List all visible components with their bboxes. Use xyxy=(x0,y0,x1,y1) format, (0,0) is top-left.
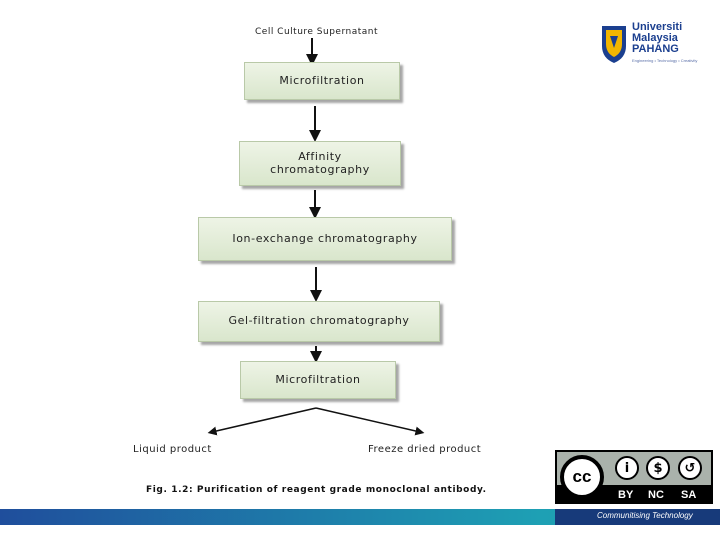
footer-tagline: Communitising Technology xyxy=(597,511,693,520)
person-icon: i xyxy=(615,456,639,480)
logo-line-1: Universiti xyxy=(632,21,683,33)
cc-license-badge: cc i $ ↺ BY NC SA xyxy=(555,450,713,504)
cc-label-by: BY xyxy=(618,489,634,501)
logo-line-2: Malaysia xyxy=(632,32,678,44)
cc-icon: cc xyxy=(560,455,604,499)
step-affinity-chromatography: Affinity chromatography xyxy=(239,141,401,186)
arrow-to-liquid-product xyxy=(207,407,317,436)
arrow-to-freeze-dried-product xyxy=(315,407,425,436)
footer-band xyxy=(0,509,720,525)
cc-label-sa: SA xyxy=(681,489,697,501)
cc-label-nc: NC xyxy=(648,489,664,501)
university-logo-text: Universiti Malaysia PAHANG xyxy=(632,22,682,55)
step-microfiltration-1: Microfiltration xyxy=(244,62,400,100)
step-gel-filtration-chromatography: Gel-filtration chromatography xyxy=(198,301,440,342)
source-label: Cell Culture Supernatant xyxy=(255,27,379,37)
step-ion-exchange-chromatography: Ion-exchange chromatography xyxy=(198,217,452,261)
university-shield-icon xyxy=(602,26,626,63)
output-freeze-dried-product: Freeze dried product xyxy=(368,444,482,455)
logo-tagline: Engineering • Technology • Creativity xyxy=(632,58,698,63)
footer-dark-panel xyxy=(555,509,720,525)
no-dollar-icon: $ xyxy=(646,456,670,480)
share-alike-icon: ↺ xyxy=(678,456,702,480)
logo-line-3: PAHANG xyxy=(632,43,679,55)
output-liquid-product: Liquid product xyxy=(133,444,212,455)
figure-caption: Fig. 1.2: Purification of reagent grade … xyxy=(146,485,487,495)
step-microfiltration-2: Microfiltration xyxy=(240,361,396,399)
